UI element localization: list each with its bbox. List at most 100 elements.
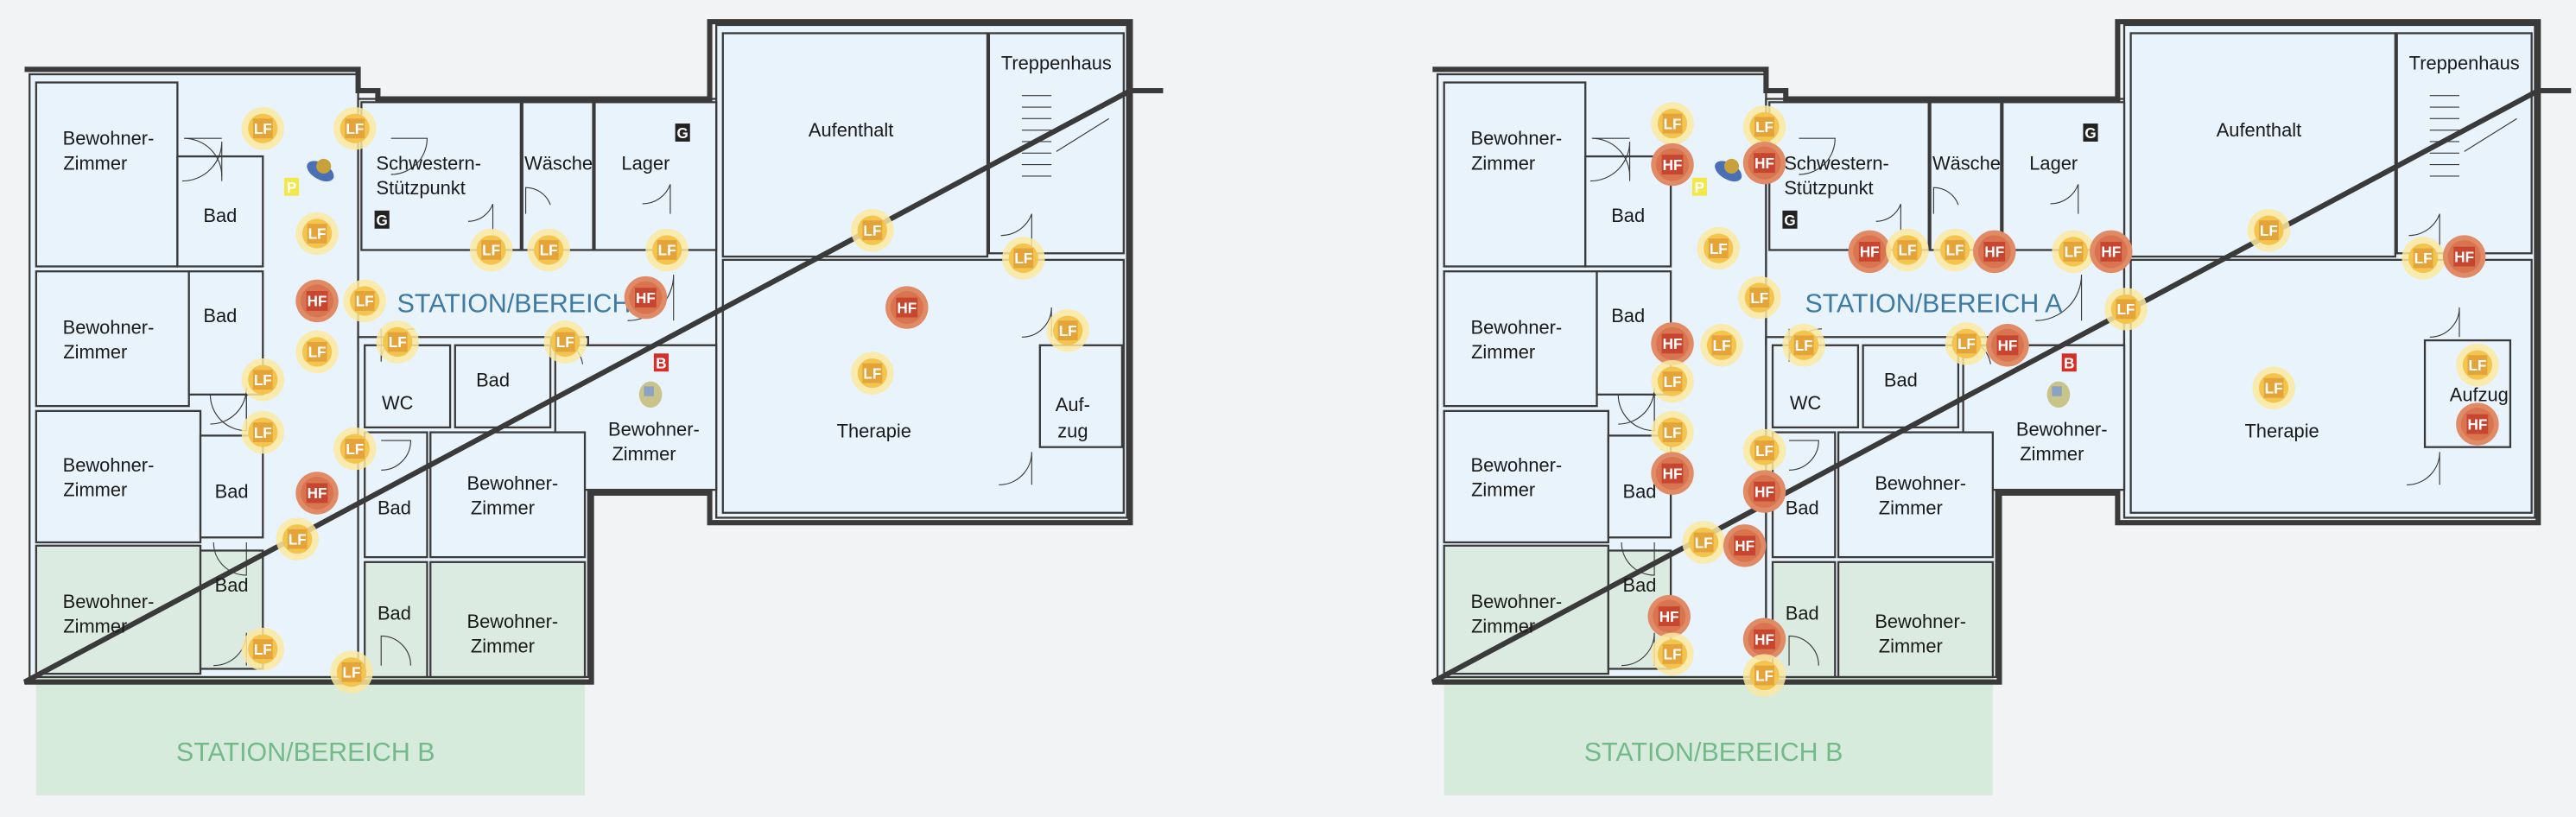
lf-marker[interactable]: LF (330, 650, 373, 694)
hf-marker[interactable]: HF (885, 286, 929, 329)
hf-marker[interactable]: HF (2456, 402, 2499, 446)
lf-marker[interactable]: LF (851, 208, 894, 252)
door-swing (1799, 137, 1836, 175)
hf-marker[interactable]: HF (1647, 594, 1691, 638)
lf-marker[interactable]: LF (543, 320, 587, 364)
lf-marker[interactable]: LF (1700, 324, 1743, 367)
hf-marker[interactable]: HF (1651, 452, 1694, 495)
room-bad-7 (1771, 560, 1837, 679)
lf-marker[interactable]: LF (295, 330, 339, 374)
hf-marker[interactable]: HF (2442, 235, 2486, 278)
lf-marker[interactable]: LF (295, 212, 339, 256)
lf-marker[interactable]: LF (241, 627, 285, 671)
lf-marker[interactable]: LF (1933, 228, 1976, 272)
hf-marker[interactable]: HF (1742, 618, 1786, 661)
device-icon (2046, 381, 2071, 408)
lf-marker[interactable]: LF (2052, 230, 2095, 274)
lf-marker[interactable]: LF (333, 427, 377, 471)
room-label: Stützpunkt (1784, 177, 1873, 199)
lf-marker[interactable]: LF (1738, 276, 1781, 320)
zone-b-label: STATION/BEREICH B (176, 738, 435, 767)
lf-marker[interactable]: LF (333, 107, 377, 150)
hf-marker[interactable]: HF (1986, 324, 2029, 367)
door-swing (642, 184, 671, 214)
room-label: Bewohner- (1470, 591, 1562, 612)
lf-marker[interactable]: LF (2252, 366, 2295, 409)
room-bewohner-zimmer-4 (1443, 544, 1609, 675)
lf-marker[interactable]: LF (1651, 102, 1694, 145)
hf-label: HF (308, 485, 327, 502)
lf-marker[interactable]: LF (1945, 322, 1989, 365)
hf-marker[interactable]: HF (295, 279, 339, 323)
lf-marker[interactable]: LF (645, 228, 688, 272)
lf-marker[interactable]: LF (851, 352, 894, 395)
zone-b-label: STATION/BEREICH B (1584, 738, 1843, 767)
badge-label: G (377, 212, 388, 229)
hf-label: HF (308, 294, 327, 310)
lf-marker[interactable]: LF (376, 320, 419, 364)
room-label: Zimmer (63, 479, 127, 501)
door-swing (1788, 635, 1819, 666)
lf-marker[interactable]: LF (1651, 359, 1694, 403)
hf-marker[interactable]: HF (2090, 230, 2133, 274)
hf-marker[interactable]: HF (1651, 322, 1694, 365)
zone-b-area (1443, 676, 1993, 795)
lf-marker[interactable]: LF (1046, 308, 1089, 352)
lf-marker[interactable]: LF (241, 107, 285, 150)
lf-marker[interactable]: LF (527, 228, 570, 272)
hf-marker[interactable]: HF (624, 276, 668, 320)
hf-marker[interactable]: HF (1973, 230, 2016, 274)
room-label: Zimmer (63, 152, 127, 174)
room-label: Bad (378, 497, 411, 519)
room-label: Bewohner- (63, 591, 155, 612)
lf-marker[interactable]: LF (343, 279, 386, 323)
lf-label: LF (1695, 535, 1713, 551)
lf-marker[interactable]: LF (1742, 105, 1786, 149)
lf-marker[interactable]: LF (241, 358, 285, 402)
lf-marker[interactable]: LF (1651, 410, 1694, 454)
lf-marker[interactable]: LF (1742, 654, 1786, 697)
hf-label: HF (1998, 338, 2018, 354)
lf-marker[interactable]: LF (241, 410, 285, 454)
lf-marker[interactable]: LF (1002, 237, 1045, 280)
door-swing (2050, 184, 2079, 214)
lf-marker[interactable]: LF (1697, 226, 1740, 270)
lf-label: LF (1014, 250, 1032, 267)
room-label: Zimmer (1471, 616, 1535, 637)
room-label: zug (1057, 420, 1088, 441)
hf-marker[interactable]: HF (1723, 524, 1767, 567)
lf-marker[interactable]: LF (1742, 428, 1786, 472)
room-bewohner-zimmer-4 (35, 544, 202, 675)
hf-marker[interactable]: HF (1742, 141, 1786, 185)
lf-marker[interactable]: LF (1782, 324, 1825, 367)
hf-marker[interactable]: HF (1742, 470, 1786, 513)
hf-marker[interactable]: HF (295, 472, 339, 515)
stair-arrow (2464, 117, 2517, 152)
lf-marker[interactable]: LF (2456, 343, 2499, 387)
lf-label: LF (1664, 116, 1682, 132)
lf-marker[interactable]: LF (1886, 228, 1929, 272)
room-bad-3 (199, 434, 264, 539)
lf-marker[interactable]: LF (2402, 237, 2445, 280)
room-label: Bewohner- (1470, 128, 1562, 149)
room-label: Bewohner- (1470, 316, 1562, 338)
door-swing (1932, 187, 1959, 214)
lf-marker[interactable]: LF (1682, 521, 1725, 564)
lf-label: LF (346, 441, 364, 458)
lf-marker[interactable]: LF (2247, 208, 2291, 252)
door-swing (467, 204, 494, 231)
zone-a-label: STATION/BEREICH A (397, 289, 656, 319)
lf-marker[interactable]: LF (469, 228, 513, 272)
lf-label: LF (254, 121, 272, 137)
lf-marker[interactable]: LF (2104, 288, 2148, 331)
lf-label: LF (482, 243, 500, 259)
hf-marker[interactable]: HF (1848, 230, 1891, 274)
door-swing (1621, 632, 1655, 667)
door-swing (380, 635, 412, 666)
hf-marker[interactable]: HF (1651, 142, 1694, 187)
lf-marker[interactable]: LF (276, 517, 319, 560)
hf-label: HF (1754, 484, 1774, 500)
lf-label: LF (2260, 223, 2278, 239)
lf-marker[interactable]: LF (1651, 632, 1694, 676)
room-bewohner-zimmer-2 (35, 270, 190, 408)
